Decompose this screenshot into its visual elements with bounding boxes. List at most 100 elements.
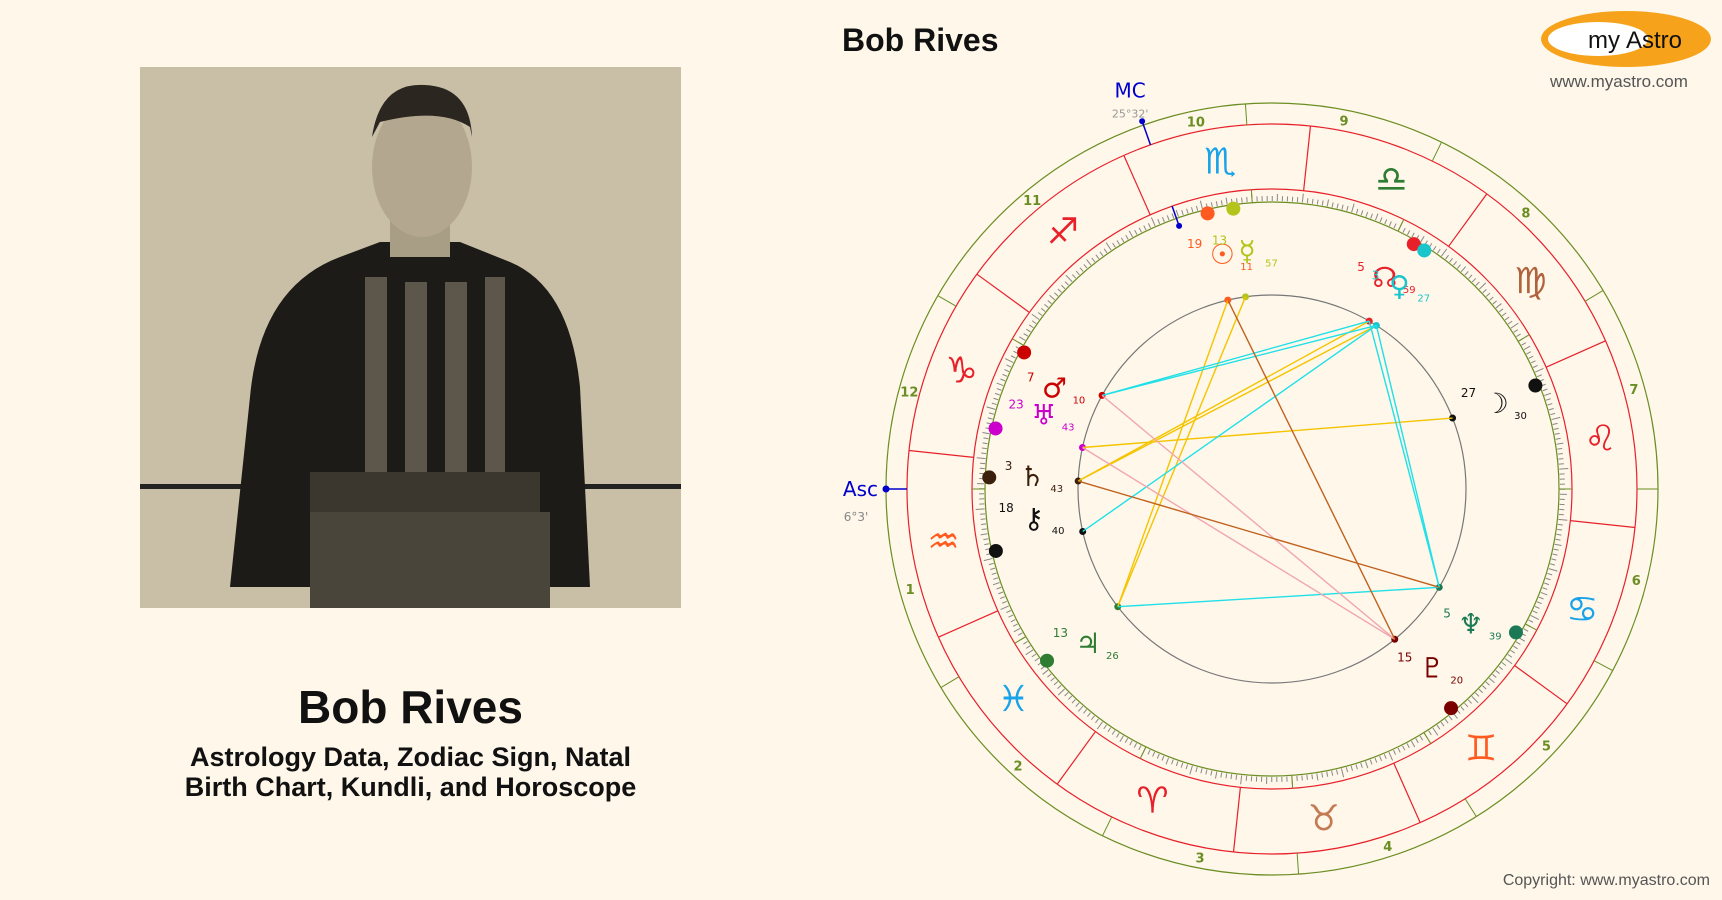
planet-glyph-uranus-icon: ♅ — [1031, 399, 1056, 432]
sign-glyph-aries-icon: ♈ — [1136, 780, 1168, 821]
planet-minute: 30 — [1514, 411, 1527, 422]
house-number-11: 11 — [1023, 194, 1041, 209]
planet-marker-venus[interactable] — [1417, 243, 1432, 258]
photo-illustration — [140, 67, 681, 608]
planet-glyph-mercury-icon: ☿ — [1239, 234, 1256, 267]
planet-degree: 3 — [1005, 459, 1013, 473]
planet-glyph-saturn-icon: ♄ — [1020, 460, 1045, 493]
planet-minute: 10 — [1073, 395, 1086, 406]
planet-degree: 5 — [1357, 260, 1365, 274]
sign-glyph-pisces-icon: ♓ — [997, 679, 1029, 720]
planet-minute: 11 — [1240, 262, 1253, 273]
planet-minute: 43 — [1050, 484, 1063, 495]
logo-text-my: my — [1588, 27, 1620, 54]
profile-name: Bob Rives — [298, 681, 523, 733]
planet-marker-pluto[interactable] — [1444, 701, 1459, 716]
planet-marker-moon[interactable] — [1528, 378, 1543, 393]
house-number-1: 1 — [906, 583, 915, 598]
outer-house-ring — [885, 102, 1659, 876]
planet-marker-uranus[interactable] — [988, 421, 1003, 436]
aspect-line — [1101, 320, 1370, 397]
planet-minute: 43 — [1062, 423, 1075, 434]
planet-marker-mercury[interactable] — [1226, 201, 1241, 216]
planet-marker-saturn[interactable] — [982, 470, 997, 485]
planet-marker-jupiter[interactable] — [1040, 653, 1055, 668]
planet-minute: 26 — [1106, 651, 1119, 662]
aspect-line — [1077, 320, 1370, 482]
planet-minute: 39 — [1489, 631, 1502, 642]
house-number-5: 5 — [1542, 739, 1551, 754]
house-number-12: 12 — [900, 386, 918, 401]
profile-photo — [140, 67, 681, 608]
aspect-line — [1082, 324, 1377, 533]
mc-degree: 25°32' — [1112, 107, 1149, 120]
planet-glyph-pluto-icon: ♇ — [1420, 651, 1445, 684]
sign-glyph-capricorn-icon: ♑ — [946, 351, 978, 392]
asc-label: Asc — [843, 477, 878, 501]
house-number-9: 9 — [1339, 114, 1348, 129]
planet-minute: 27 — [1417, 294, 1430, 305]
aspect-line — [1082, 446, 1396, 640]
planet-degree: 18 — [998, 501, 1013, 515]
sign-glyph-scorpio-icon: ♏ — [1204, 142, 1236, 183]
aspect-line — [1368, 320, 1440, 588]
profile-subtitle: Astrology Data, Zodiac Sign, Natal Birth… — [140, 742, 681, 802]
planet-marker-neptune[interactable] — [1508, 625, 1523, 640]
sign-glyph-virgo-icon: ♍ — [1514, 261, 1546, 302]
aspect-line — [1101, 324, 1377, 397]
planet-degree: 13 — [1053, 626, 1068, 640]
planet-degree: 3 — [1372, 269, 1380, 283]
house-number-10: 10 — [1187, 115, 1205, 130]
aspect-line — [1117, 586, 1440, 608]
mc-label: MC — [1115, 78, 1146, 102]
planet-glyph-jupiter-icon: ♃ — [1075, 627, 1100, 660]
house-number-4: 4 — [1383, 840, 1392, 855]
planet-degree: 23 — [1009, 398, 1024, 412]
aspect-line — [1077, 324, 1377, 482]
planet-glyph-sun-icon: ☉ — [1210, 238, 1235, 271]
planet-degree: 7 — [1027, 370, 1035, 384]
planet-glyph-venus-icon: ♀ — [1389, 270, 1410, 303]
logo-url[interactable]: www.myastro.com — [1550, 72, 1688, 91]
asc-degree: 6°3' — [844, 510, 869, 524]
aspect-line — [1082, 417, 1453, 449]
planet-degree: 15 — [1397, 650, 1412, 664]
planet-degree: 5 — [1443, 606, 1451, 620]
planet-minute: 57 — [1265, 258, 1278, 269]
planet-glyph-chiron-icon: ⚷ — [1024, 502, 1045, 535]
sign-glyph-gemini-icon: ♊ — [1465, 729, 1497, 770]
aspect-line — [1117, 296, 1247, 607]
sign-glyph-sagittarius-icon: ♐ — [1047, 211, 1079, 252]
sign-glyph-leo-icon: ♌ — [1584, 418, 1616, 459]
planet-glyph-neptune-icon: ♆ — [1458, 607, 1483, 640]
planet-marker-sun[interactable] — [1200, 206, 1215, 221]
planet-glyph-north-node-icon: ☊ — [1372, 261, 1397, 294]
house-number-7: 7 — [1629, 383, 1638, 398]
planet-glyph-moon-icon: ☽ — [1484, 387, 1509, 420]
planet-minute: 20 — [1450, 675, 1463, 686]
aspect-line — [1227, 299, 1396, 640]
planet-marker-north-node[interactable] — [1406, 237, 1421, 252]
chart-title: Bob Rives — [842, 22, 999, 58]
subtitle-line-1: Astrology Data, Zodiac Sign, Natal — [189, 742, 632, 772]
sign-glyph-aquarius-icon: ♒ — [927, 522, 959, 563]
mc-line — [1141, 121, 1152, 146]
planet-marker-mars[interactable] — [1017, 345, 1032, 360]
planet-marker-chiron[interactable] — [988, 543, 1003, 558]
copyright-text: Copyright: www.myastro.com — [1502, 872, 1710, 889]
aspect-line — [1101, 394, 1396, 640]
aspect-line — [1077, 480, 1440, 588]
planet-degree: 13 — [1212, 233, 1227, 247]
degree-ring — [984, 201, 1560, 777]
aspect-line — [1375, 325, 1440, 588]
planet-glyph-mars-icon: ♂ — [1042, 371, 1067, 404]
house-number-2: 2 — [1014, 760, 1023, 775]
sign-glyph-taurus-icon: ♉ — [1308, 798, 1340, 839]
zodiac-outer-ring — [906, 123, 1638, 855]
house-number-6: 6 — [1632, 574, 1641, 589]
planet-minute: 59 — [1403, 285, 1416, 296]
myastro-logo[interactable]: my Astro — [1540, 10, 1712, 68]
logo-text-astro: Astro — [1626, 27, 1682, 54]
aspect-circle — [1077, 294, 1467, 684]
